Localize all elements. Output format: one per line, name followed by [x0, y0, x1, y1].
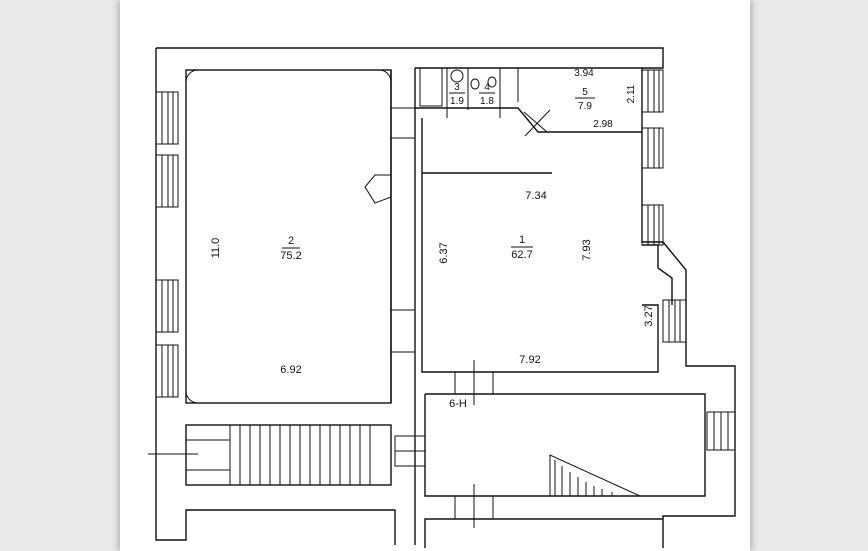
room-2-number: 2	[288, 235, 294, 247]
room-1-dim-left: 6.37	[438, 242, 450, 263]
plan-sheet	[120, 0, 750, 551]
right-windows	[641, 69, 736, 451]
outer-wall-right	[156, 47, 736, 548]
room-2-area: 75.2	[280, 250, 301, 262]
corridor-dim: 3.27	[643, 305, 655, 326]
room-1-number: 1	[519, 234, 525, 246]
staircase	[148, 424, 392, 486]
room-2-dim-left: 11.0	[210, 238, 222, 259]
room-2-dim-bottom: 6.92	[280, 364, 301, 376]
small-rooms	[415, 67, 642, 137]
room-1	[421, 118, 673, 405]
outer-wall-bottom	[424, 518, 663, 548]
room-5-number: 5	[582, 87, 588, 98]
room-6-label: 6-Н	[449, 398, 467, 410]
room-5-dim-bottom: 2.98	[593, 119, 613, 130]
room-3-area: 1.9	[450, 96, 464, 107]
room-6	[424, 393, 706, 528]
room-1-dim-bottom: 7.92	[519, 354, 540, 366]
room-1-dim-right: 7.93	[581, 239, 593, 260]
room-4-number: 4	[484, 82, 490, 93]
left-windows	[155, 91, 179, 398]
central-walls	[390, 68, 426, 545]
room-4-area: 1.8	[480, 96, 494, 107]
outer-walls	[155, 47, 736, 548]
room-3-number: 3	[454, 82, 460, 93]
outer-wall-left	[155, 48, 396, 545]
room-5-dim-top: 3.94	[574, 68, 594, 79]
room-5-area: 7.9	[578, 101, 592, 112]
column-niche	[364, 174, 392, 204]
room-5-dim-right: 2.11	[626, 84, 637, 103]
room-1-dim-top: 7.34	[525, 190, 546, 202]
room-1-area: 62.7	[511, 249, 532, 261]
